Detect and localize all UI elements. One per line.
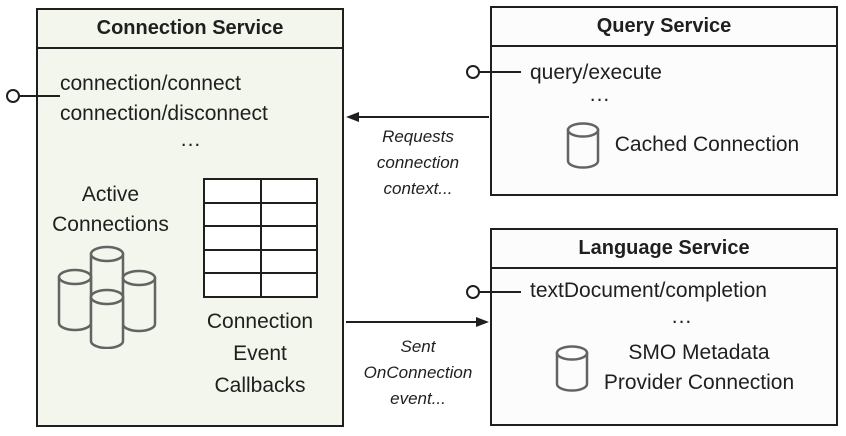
language-service-box: Language Service textDocument/completion… [490,228,838,426]
grid-cell [205,227,260,249]
language-methods-ellipsis: ... [671,305,693,328]
grid-cell [261,203,316,226]
grid-cell [205,274,260,296]
connection-service-methods: connection/connect connection/disconnect… [60,69,322,151]
query-service-title: Query Service [492,8,836,47]
sent-onconnection-arrow [346,317,489,327]
grid-cell [261,180,316,202]
connection-service-box: Connection Service connection/connect co… [36,8,344,427]
cached-connection-label: Cached Connection [614,133,800,156]
grid-cell [261,227,316,249]
method-query-execute: query/execute [530,61,662,84]
database-icon [566,122,600,169]
sent-onconnection-event-label: Sent OnConnection event... [363,337,473,408]
method-textdocument-completion: textDocument/completion [530,279,767,302]
grid-cell [205,203,260,226]
requests-connection-context-label: Requests connection context... [376,127,460,198]
query-methods-ellipsis: ... [589,83,611,106]
callbacks-grid-icon [203,178,318,298]
smo-metadata-label: SMO Metadata Provider Connection [603,341,795,394]
grid-cell [205,250,260,273]
database-icon [555,345,589,392]
method-connection-disconnect: connection/disconnect [60,102,268,125]
grid-cell [261,250,316,273]
query-service-box: Query Service query/execute ... Cached C… [490,6,838,196]
methods-ellipsis: ... [180,128,202,151]
connection-service-title: Connection Service [38,10,342,49]
requests-connection-arrow [346,112,489,122]
active-connections-icon [57,245,157,349]
method-connection-connect: connection/connect [60,72,241,95]
grid-cell [261,274,316,296]
grid-cell [205,180,260,202]
cached-connection-row: Cached Connection [510,122,846,169]
connection-event-callbacks-label: Connection Event Callbacks [206,310,314,397]
active-connections-label: Active Connections [52,183,169,236]
smo-metadata-row: SMO Metadata Provider Connection [502,341,846,394]
language-service-title: Language Service [492,230,836,269]
